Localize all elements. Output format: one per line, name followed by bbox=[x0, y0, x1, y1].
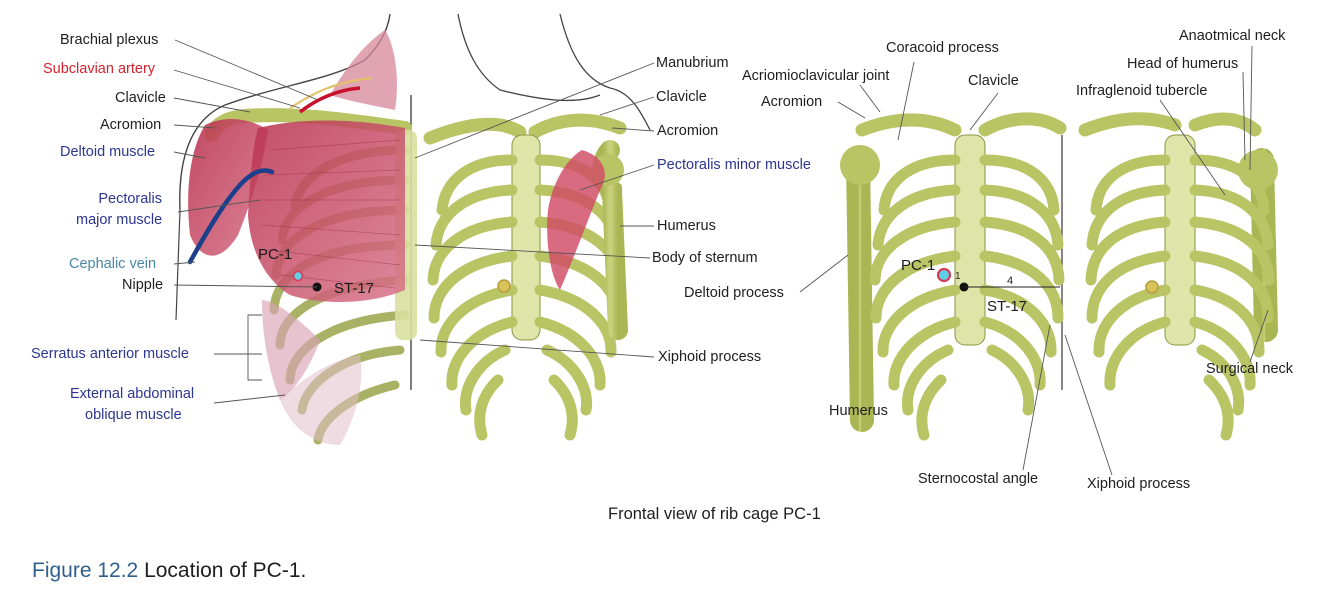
label-deltoid-muscle: Deltoid muscle bbox=[60, 144, 156, 160]
label-body-of-sternum: Body of sternum bbox=[652, 250, 758, 266]
panel-ribcage-pc1 bbox=[840, 112, 1278, 441]
label-pectoralis-minor: Pectoralis minor muscle bbox=[657, 157, 811, 173]
label-cephalic-vein: Cephalic vein bbox=[69, 256, 157, 272]
label-manubrium: Manubrium bbox=[656, 55, 729, 71]
label-brachial-plexus: Brachial plexus bbox=[60, 32, 159, 48]
point-label-pc1-right: PC-1 bbox=[901, 257, 936, 274]
panel-muscular-chest bbox=[175, 13, 417, 445]
figure-title: Location of PC-1. bbox=[144, 559, 307, 582]
label-humerus-panel2: Humerus bbox=[657, 218, 716, 234]
point-label-st17-right: ST-17 bbox=[987, 298, 1028, 315]
label-xiphoid-process-panel3: Xiphoid process bbox=[1087, 476, 1191, 492]
label-head-of-humerus: Head of humerus bbox=[1127, 56, 1239, 72]
label-serratus-anterior: Serratus anterior muscle bbox=[31, 346, 189, 362]
label-clavicle-panel3: Clavicle bbox=[968, 73, 1019, 89]
figure-caption: Figure 12.2 Location of PC-1. bbox=[32, 559, 306, 583]
label-acromion-left: Acromion bbox=[100, 117, 162, 133]
label-infraglenoid-tubercle: Infraglenoid tubercle bbox=[1076, 83, 1208, 99]
panel-ribcage-pec-minor bbox=[423, 13, 651, 441]
label-clavicle-left: Clavicle bbox=[115, 90, 166, 106]
leader-lines bbox=[173, 39, 1269, 476]
figure-number: Figure 12.2 bbox=[32, 559, 139, 582]
label-external-oblique-2: oblique muscle bbox=[85, 407, 182, 423]
label-acromioclavicular-joint: Acriomioclavicular joint bbox=[742, 68, 890, 84]
label-subclavian-artery: Subclavian artery bbox=[43, 61, 156, 77]
label-sternocostal-angle: Sternocostal angle bbox=[918, 471, 1039, 487]
label-humerus-panel3: Humerus bbox=[829, 403, 888, 419]
label-nipple: Nipple bbox=[122, 277, 164, 293]
label-acromion-panel2: Acromion bbox=[657, 123, 719, 139]
label-coracoid-process: Coracoid process bbox=[886, 40, 999, 56]
point-label-st17-left: ST-17 bbox=[334, 280, 375, 297]
distance-label-4: 4 bbox=[1007, 275, 1014, 287]
label-clavicle-panel2: Clavicle bbox=[656, 89, 707, 105]
panel-caption: Frontal view of rib cage PC-1 bbox=[608, 505, 821, 523]
label-acromion-panel3: Acromion bbox=[761, 94, 823, 110]
label-anatomical-neck: Anaotmical neck bbox=[1179, 28, 1286, 44]
label-deltoid-process: Deltoid process bbox=[684, 285, 784, 301]
distance-label-1: 1 bbox=[955, 271, 961, 282]
label-surgical-neck: Surgical neck bbox=[1206, 361, 1294, 377]
label-pectoralis-major-2: major muscle bbox=[76, 212, 163, 228]
point-label-pc1-left: PC-1 bbox=[258, 246, 293, 263]
label-external-oblique-1: External abdominal bbox=[70, 386, 195, 402]
label-pectoralis-major-1: Pectoralis bbox=[98, 191, 162, 207]
label-xiphoid-process-panel2: Xiphoid process bbox=[658, 349, 762, 365]
ribcage-2 bbox=[423, 113, 628, 441]
